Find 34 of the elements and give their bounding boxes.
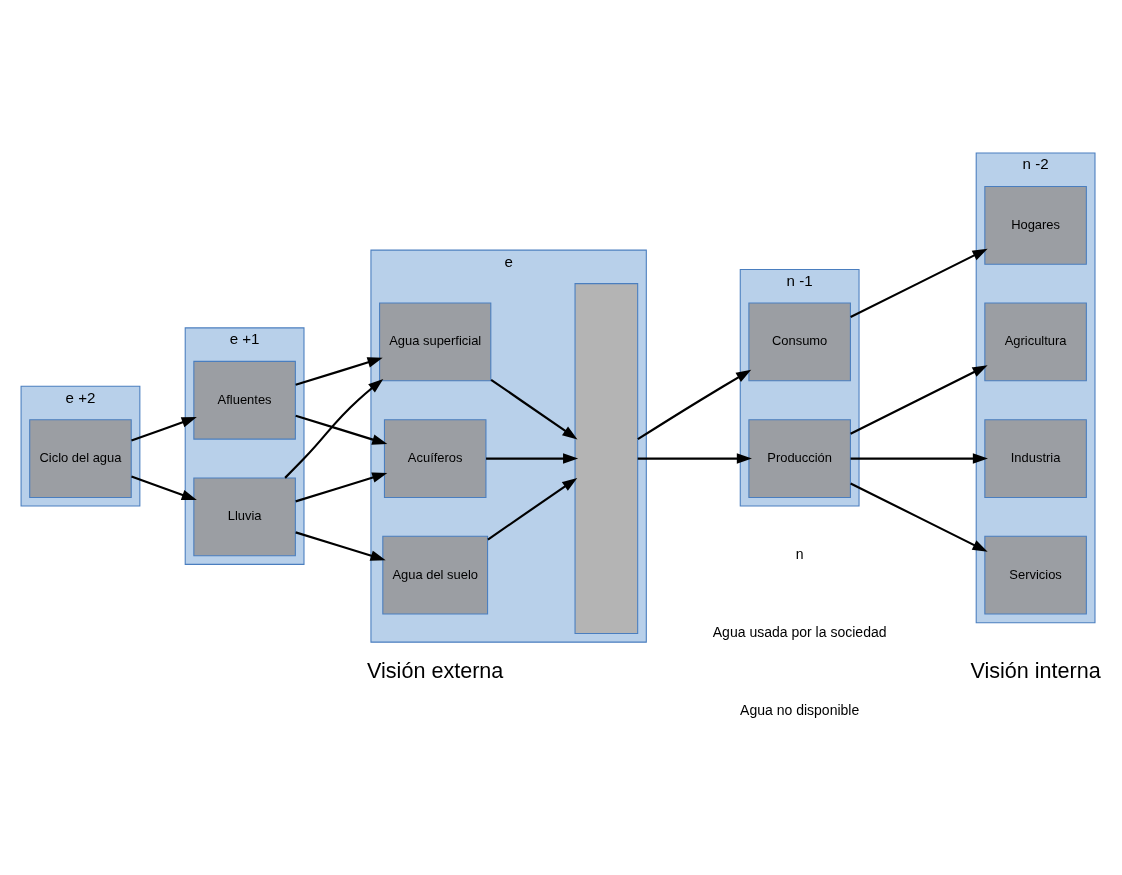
- arrow: [487, 477, 578, 541]
- arrow: [850, 453, 988, 464]
- label: Agua usada por la sociedad: [712, 624, 887, 641]
- label: n: [795, 546, 804, 563]
- node-box: Agua del suelo: [382, 535, 489, 615]
- arrow: [131, 475, 197, 501]
- arrow: [637, 453, 752, 464]
- label: Visión interna: [970, 657, 1101, 683]
- arrow: [295, 472, 388, 503]
- node-box: Acuíferos: [383, 419, 487, 498]
- arrow: [850, 482, 988, 552]
- node-box: Lluvia: [193, 477, 296, 557]
- arrow: [486, 453, 579, 464]
- node-box: Agua superficial: [379, 302, 492, 382]
- arrow: [490, 378, 578, 440]
- label: Visión externa: [367, 657, 504, 683]
- node-box: Servicios: [984, 535, 1087, 615]
- arrow: [295, 414, 388, 445]
- label: Agua no disponible: [740, 701, 860, 718]
- arrow: [295, 531, 386, 561]
- arrow: [850, 365, 988, 435]
- arrow: [637, 369, 752, 441]
- node-box: Consumo: [748, 302, 851, 382]
- arrow: [131, 417, 197, 442]
- node-box: [574, 283, 639, 635]
- arrow: [295, 357, 383, 386]
- node-box: Producción: [748, 419, 851, 498]
- node-box: Agricultura: [984, 302, 1087, 382]
- node-box: Hogares: [984, 185, 1087, 265]
- node-box: Ciclo del agua: [29, 419, 132, 498]
- node-box: Afluentes: [193, 360, 296, 440]
- node-box: Industria: [984, 419, 1087, 498]
- arrow: [850, 248, 988, 318]
- arrow: [284, 378, 384, 479]
